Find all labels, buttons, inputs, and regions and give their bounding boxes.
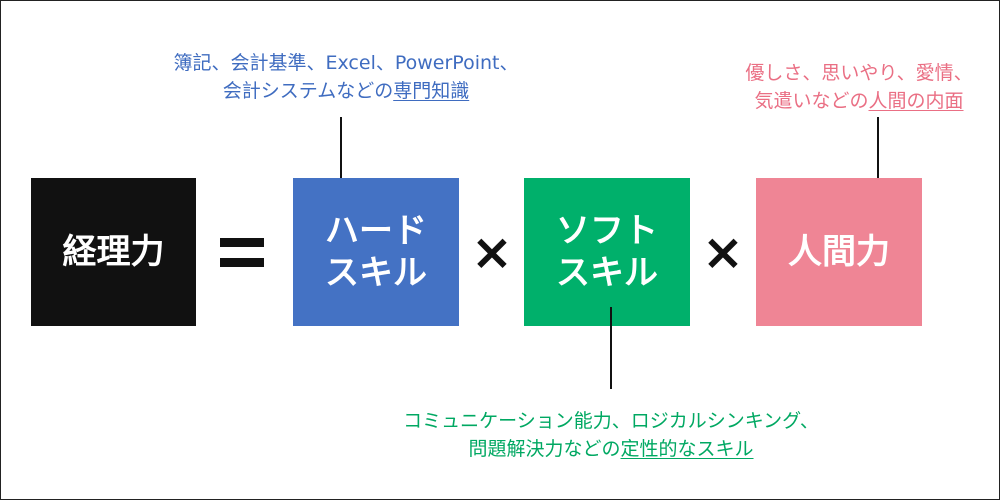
soft-skill-box: ソフト スキル: [524, 178, 690, 326]
hard-skill-note-line1: 簿記、会計基準、Excel、PowerPoint、: [173, 52, 519, 74]
multiply-sign-2: ×: [702, 223, 744, 281]
keiri-power-label: 経理力: [62, 231, 165, 272]
equals-sign-top-bar: [220, 238, 264, 247]
hard-skill-label-line2: スキル: [325, 253, 427, 293]
hard-skill-note-line2: 会計システムなどの専門知識: [151, 77, 541, 105]
soft-skill-note-line1: コミュニケーション能力、ロジカルシンキング、: [403, 410, 819, 432]
human-power-box: 人間力: [756, 178, 922, 326]
hard-skill-connector: [340, 117, 342, 199]
soft-skill-note-line2: 問題解決力などの定性的なスキル: [371, 435, 851, 463]
human-power-note-emphasis: 人間の内面: [868, 90, 964, 112]
soft-skill-note-text: 問題解決力などの: [468, 438, 621, 460]
equals-sign-bottom-bar: [220, 258, 264, 267]
soft-skill-label-line2: スキル: [556, 253, 658, 293]
hard-skill-box: ハード スキル: [293, 178, 459, 326]
human-power-note: 優しさ、思いやり、愛情、 気遣いなどの人間の内面: [729, 59, 989, 115]
soft-skill-label-line1: ソフト: [556, 210, 658, 251]
hard-skill-note: 簿記、会計基準、Excel、PowerPoint、 会計システムなどの専門知識: [151, 49, 541, 105]
hard-skill-label: ハード スキル: [325, 210, 427, 295]
soft-skill-note-emphasis: 定性的なスキル: [620, 438, 754, 460]
soft-skill-connector: [610, 307, 612, 389]
hard-skill-note-emphasis: 専門知識: [393, 80, 470, 102]
keiri-power-box: 経理力: [31, 178, 196, 326]
human-power-connector: [877, 117, 879, 199]
multiply-sign-1: ×: [471, 223, 513, 281]
human-power-label: 人間力: [788, 231, 890, 272]
human-power-note-line1: 優しさ、思いやり、愛情、: [745, 62, 973, 84]
soft-skill-note: コミュニケーション能力、ロジカルシンキング、 問題解決力などの定性的なスキル: [371, 407, 851, 463]
hard-skill-label-line1: ハード: [325, 210, 427, 251]
human-power-note-text: 気遣いなどの: [754, 90, 869, 112]
hard-skill-note-text: 会計システムなどの: [222, 80, 394, 102]
human-power-note-line2: 気遣いなどの人間の内面: [729, 87, 989, 115]
soft-skill-label: ソフト スキル: [556, 210, 658, 295]
